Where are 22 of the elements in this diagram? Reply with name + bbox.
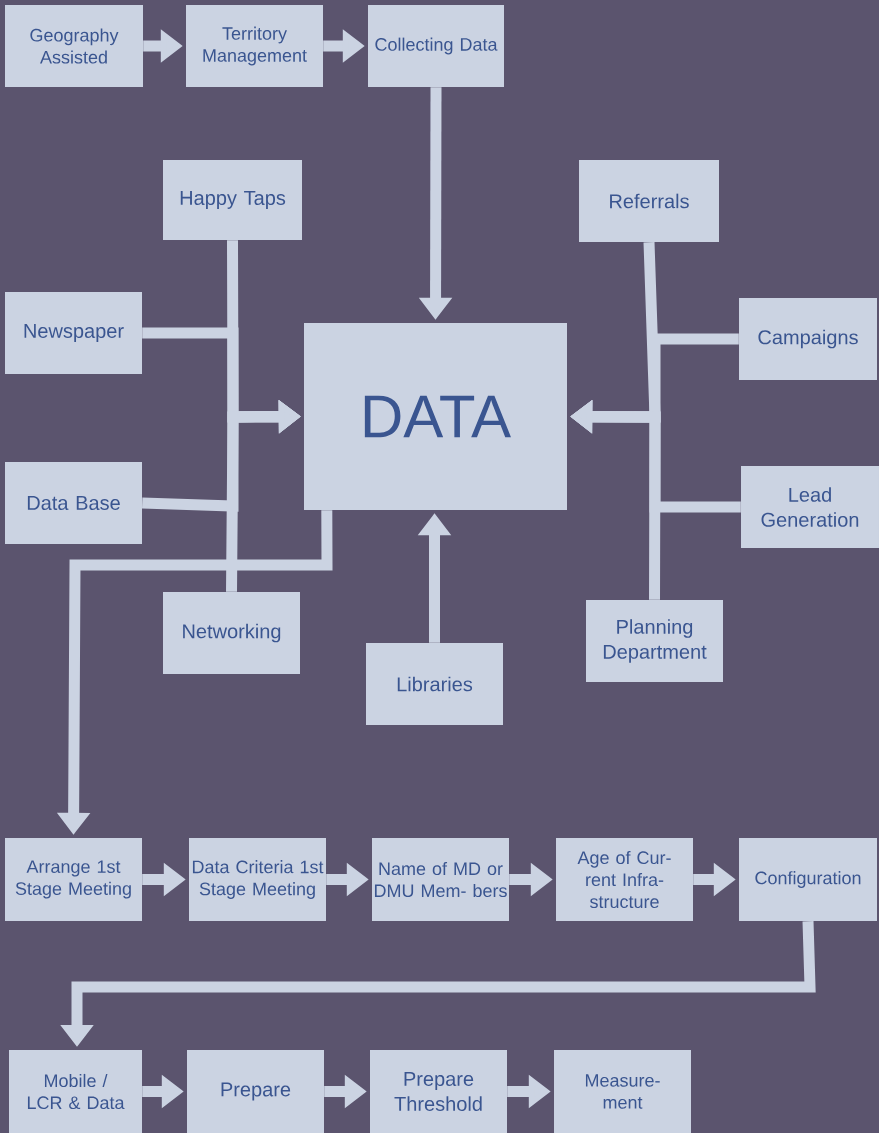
process-box: Collecting Data [368, 5, 504, 87]
process-box: Data Base [5, 462, 142, 544]
process-box: Name of MD or DMU Mem- bers [372, 838, 509, 921]
process-box: Networking [163, 592, 300, 674]
process-box: Measure- ment [554, 1050, 691, 1133]
process-box: Planning Department [586, 600, 723, 682]
process-box: Configuration [739, 838, 877, 921]
process-box: Prepare [187, 1050, 324, 1133]
process-box: Lead Generation [741, 466, 879, 548]
process-box: Prepare Threshold [370, 1050, 507, 1133]
process-box: Newspaper [5, 292, 142, 374]
data-box: DATA [304, 323, 567, 510]
process-box: Libraries [366, 643, 503, 725]
process-box: Arrange 1st Stage Meeting [5, 838, 142, 921]
process-box: Data Criteria 1st Stage Meeting [189, 838, 326, 921]
process-box: Campaigns [739, 298, 877, 380]
process-box: Geography Assisted [5, 5, 143, 87]
process-box: Mobile / LCR & Data [9, 1050, 142, 1133]
process-box: Age of Cur- rent Infra- structure [556, 838, 693, 921]
process-box: Territory Management [186, 5, 323, 87]
process-box: Referrals [579, 160, 719, 242]
process-box: Happy Taps [163, 160, 302, 240]
